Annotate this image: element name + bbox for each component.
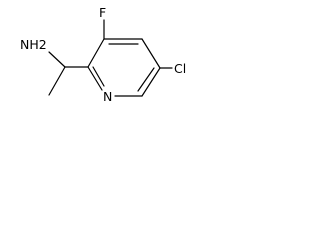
fluorine-label: F xyxy=(99,5,106,20)
chlorine-label: Cl xyxy=(174,61,186,76)
chemical-structure-diagram: F Cl N NH2 xyxy=(20,5,186,104)
ring-nitrogen-label: N xyxy=(103,89,112,104)
bond-ch-nh2 xyxy=(48,51,66,68)
amine-label: NH2 xyxy=(20,37,47,52)
bond-c2-c3 xyxy=(87,38,105,68)
bond-c4-c5 xyxy=(141,38,161,69)
bond-ch-methyl xyxy=(48,66,66,96)
bond-c5-c6 xyxy=(141,67,161,97)
bond-n1-c2 xyxy=(87,66,103,91)
bond-c5-c6-inner xyxy=(137,67,155,92)
bond-n1-c2-inner xyxy=(92,66,105,87)
